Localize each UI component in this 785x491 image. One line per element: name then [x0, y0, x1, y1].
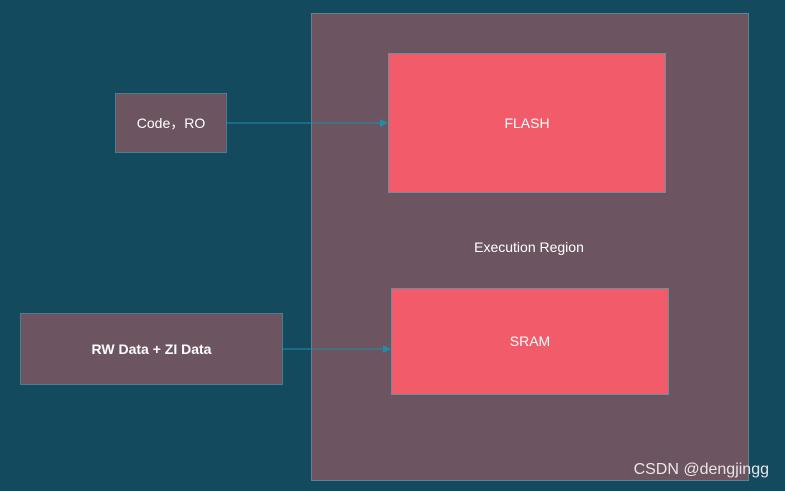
flash-node: FLASH	[388, 53, 666, 193]
execution-region-label: Execution Region	[474, 239, 584, 255]
sram-label: SRAM	[509, 332, 551, 349]
rw-zi-data-node: RW Data + ZI Data	[20, 313, 283, 385]
flash-label: FLASH	[504, 115, 550, 131]
watermark: CSDN @dengjingg	[633, 461, 769, 478]
rw-zi-data-label: RW Data + ZI Data	[91, 341, 212, 357]
sram-node: SRAM	[391, 288, 669, 395]
code-ro-node: Code，RO	[115, 93, 227, 153]
code-ro-label: Code，RO	[136, 115, 206, 131]
